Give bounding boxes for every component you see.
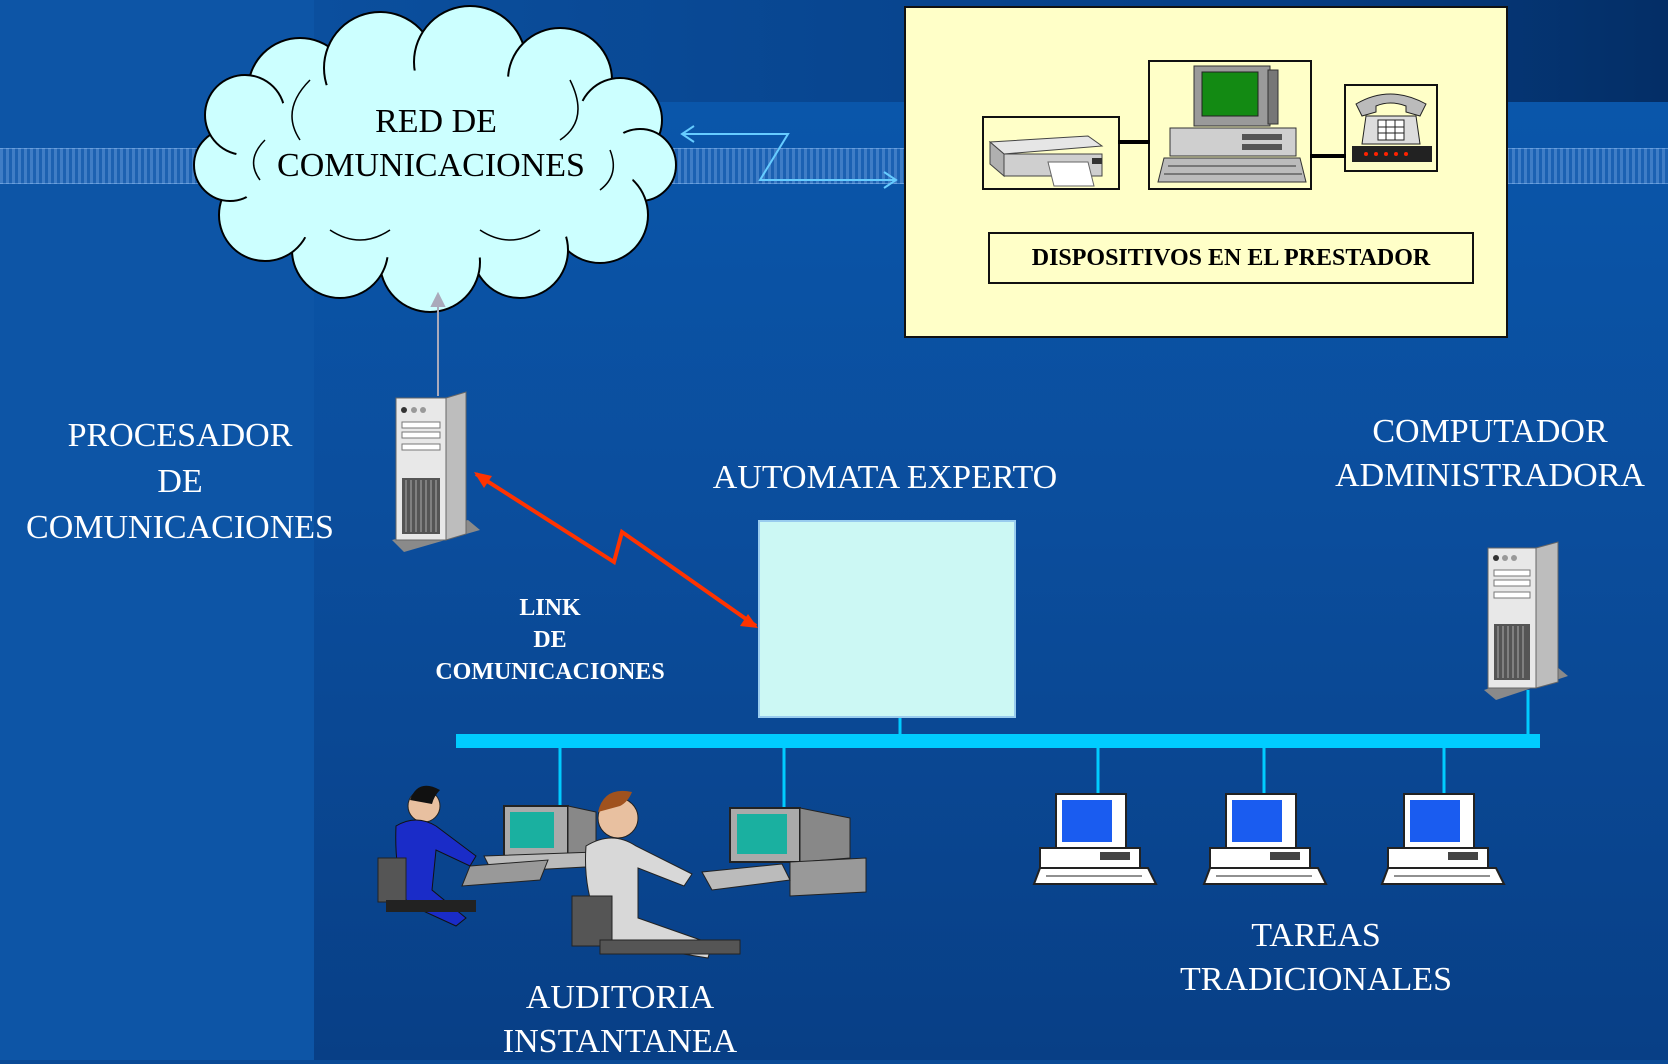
automata-title: AUTOMATA EXPERTO	[712, 459, 1058, 496]
workstation-icon	[1380, 793, 1506, 885]
cloud-prestador-link	[680, 125, 898, 189]
cloud-label-line2: COMUNICACIONES	[277, 147, 585, 184]
prestador-panel: DISPOSITIVOS EN EL PRESTADOR	[904, 6, 1508, 338]
auditoria-label-line2: INSTANTANEA	[502, 1023, 738, 1060]
workstation-icon	[1032, 793, 1158, 885]
automata-box	[758, 520, 1016, 718]
computador-server-icon	[1484, 541, 1568, 700]
tareas-label-line2: TRADICIONALES	[1180, 961, 1452, 998]
telephone-icon	[1352, 93, 1432, 162]
operator-woman-icon	[377, 785, 605, 927]
procesador-label-line3: COMUNICACIONES	[26, 509, 334, 546]
procesador-label-line2: DE	[157, 463, 203, 500]
cloud-core	[235, 70, 635, 260]
computador-label-line2: ADMINISTRADORA	[1335, 457, 1645, 494]
printer-icon	[988, 135, 1104, 187]
computador-label-line1: COMPUTADOR	[1372, 413, 1608, 450]
workstation-icon	[1202, 793, 1328, 885]
device-cables	[1118, 140, 1346, 158]
link-comunicaciones-line	[474, 472, 758, 628]
phone-device-box	[1344, 84, 1438, 172]
tareas-label-line1: TAREAS	[1251, 917, 1381, 954]
network-bus	[456, 734, 1540, 748]
link-label-line1: LINK	[519, 595, 581, 621]
link-label-line2: DE	[533, 627, 567, 653]
auditoria-label-line1: AUDITORIA	[525, 979, 715, 1016]
procesador-label-line1: PROCESADOR	[67, 417, 293, 454]
cloud-label-line1: RED DE	[375, 103, 497, 140]
procesador-server-icon	[392, 391, 480, 552]
operator-man-icon	[571, 790, 867, 959]
desktop-computer-icon	[1157, 65, 1307, 183]
printer-device-box	[982, 116, 1120, 190]
cloud-inner-arcs	[252, 79, 615, 241]
bus-drops	[558, 690, 1530, 808]
procesador-uplink	[430, 291, 446, 396]
prestador-caption: DISPOSITIVOS EN EL PRESTADOR	[988, 232, 1474, 284]
link-label-line3: COMUNICACIONES	[435, 659, 665, 685]
computer-device-box	[1148, 60, 1312, 190]
